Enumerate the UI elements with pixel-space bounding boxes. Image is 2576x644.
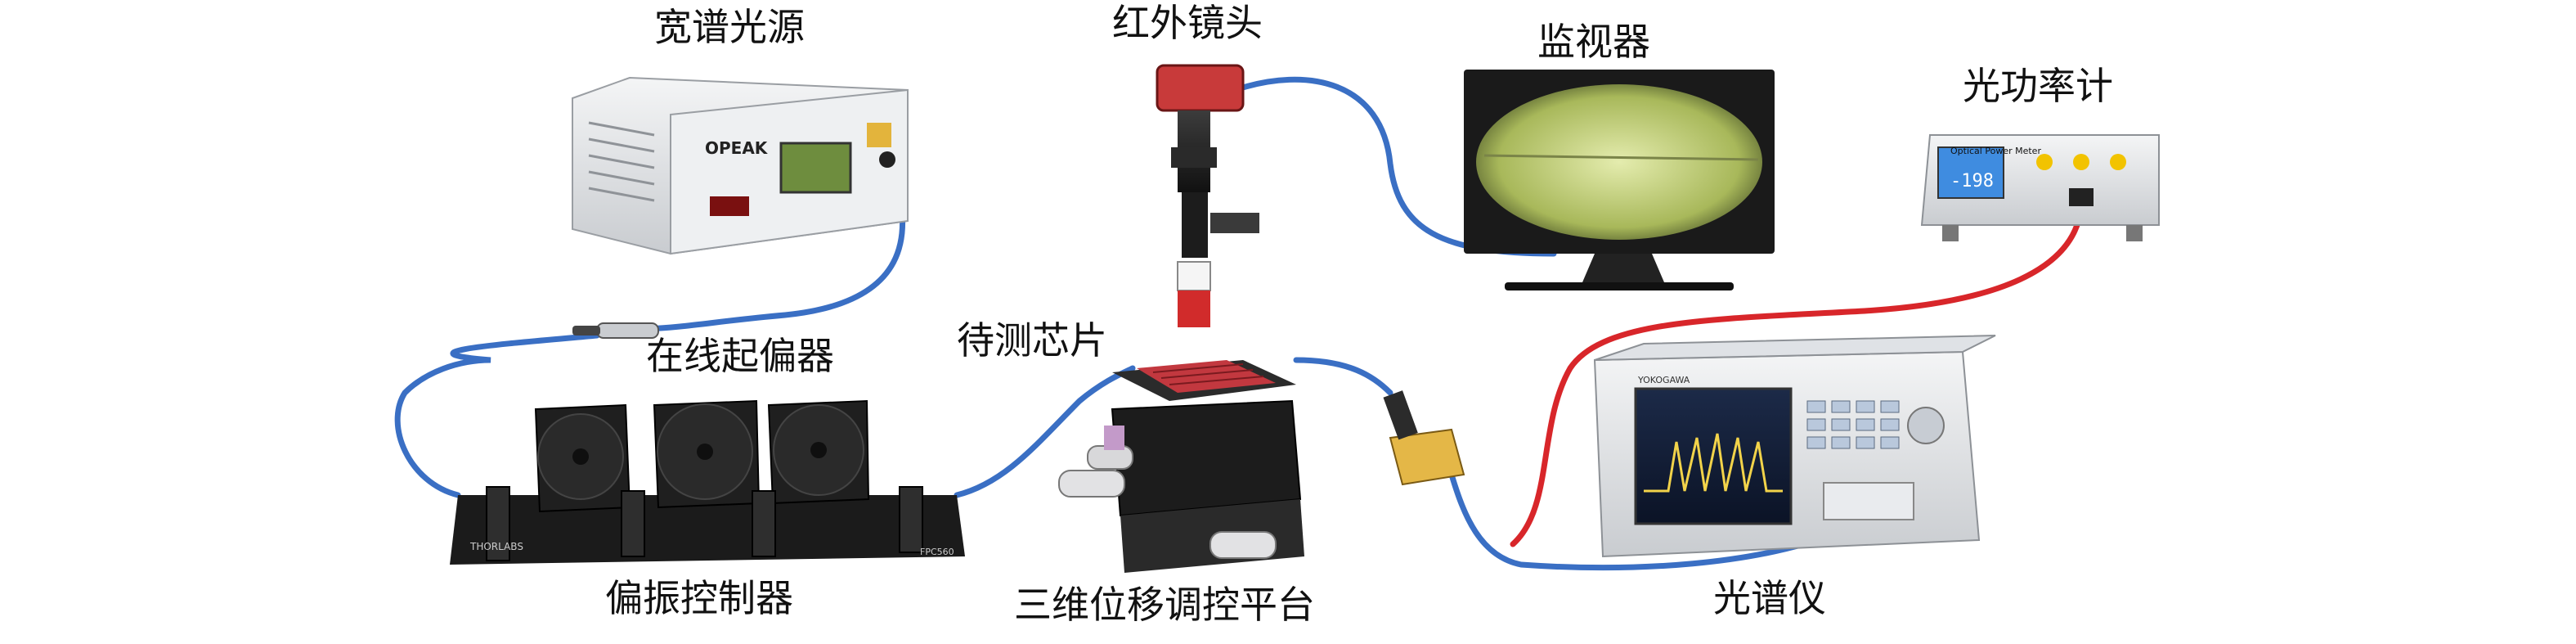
broadband-source-device: OPEAK: [572, 76, 909, 255]
label-chip-under-test: 待测芯片: [957, 318, 1107, 363]
power-meter-device: Optical Power Meter -198: [1920, 134, 2160, 241]
label-inline-polarizer: 在线起偏器: [646, 334, 834, 378]
fiber-isolator-device: [1383, 390, 1465, 486]
power-meter-title-text: Optical Power Meter: [1950, 146, 2041, 156]
fiber-polarizer-to-controller: [394, 332, 600, 498]
label-monitor: 监视器: [1537, 20, 1650, 64]
ir-lens-device: [1156, 64, 1259, 327]
label-power-meter: 光功率计: [1963, 64, 2113, 108]
osa-device: YOKOGAWA: [1593, 335, 1996, 558]
fiber-stage-to-isolator: [1293, 357, 1393, 396]
polarization-controller-device: THORLABS FPC560: [450, 399, 965, 565]
fiber-isolator-to-osa: [1448, 471, 1843, 571]
osa-brand-text: YOKOGAWA: [1637, 375, 1690, 385]
label-3d-stage: 三维位移调控平台: [1014, 583, 1315, 627]
label-broadband-source: 宽谱光源: [654, 5, 805, 49]
label-ir-lens: 红外镜头: [1112, 1, 1263, 45]
controller-model-text: FPC560: [920, 547, 954, 557]
source-brand-text: OPEAK: [705, 138, 769, 158]
red-fiber: [1510, 201, 2085, 547]
translation-stage-device: [1058, 360, 1304, 573]
label-osa: 光谱仪: [1713, 576, 1826, 620]
controller-brand-text: THORLABS: [469, 541, 523, 552]
label-polarization-controller: 偏振控制器: [605, 576, 793, 620]
inline-polarizer-device: [572, 322, 659, 339]
fiber-controller-to-stage: [954, 365, 1136, 498]
monitor-device: [1464, 70, 1775, 290]
power-meter-reading: -198: [1950, 171, 1994, 191]
